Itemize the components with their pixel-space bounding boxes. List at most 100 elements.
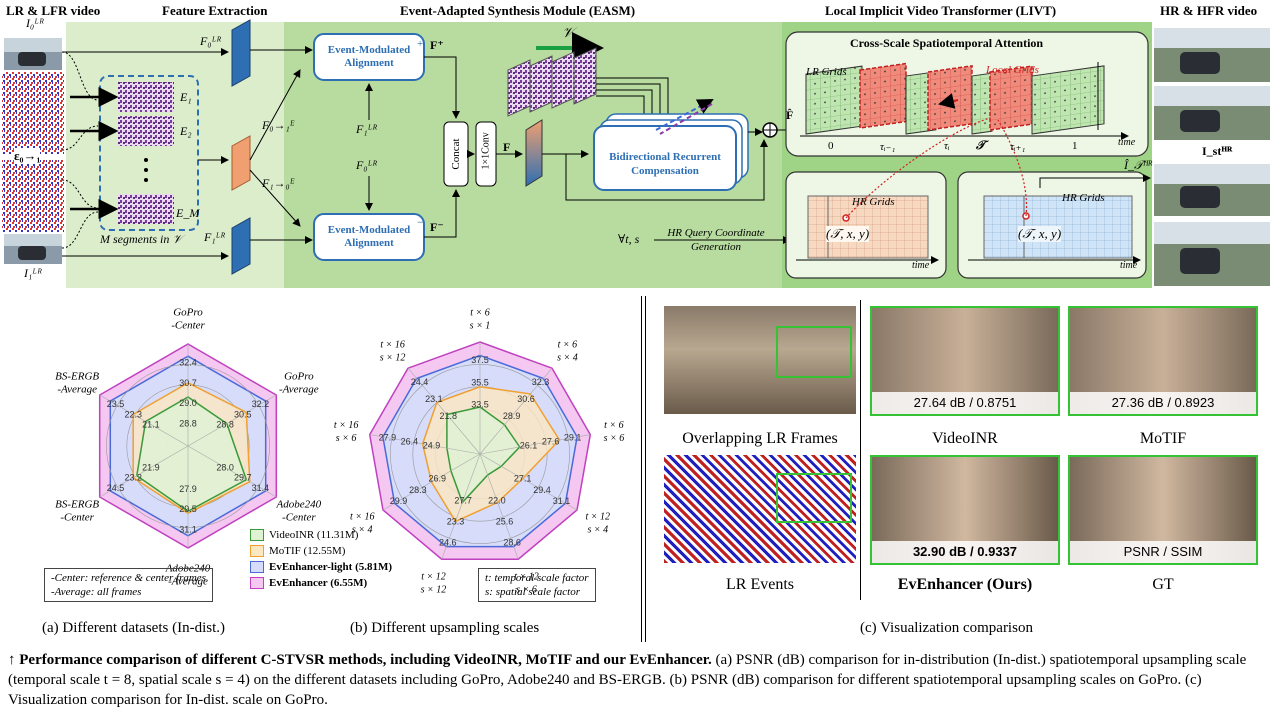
radar-axis-label: GoPro (173, 307, 203, 319)
tick-tau-prev: τᵢ₋₁ (880, 141, 896, 153)
radar-chart-scales: t × 6s × 1t × 6s × 4t × 6s × 6t × 12s × … (334, 308, 625, 596)
radar-tick-label: 23.2 (124, 473, 142, 483)
tick-tau-next: τᵢ₊₁ (1010, 141, 1026, 153)
radar-axis-label: t × 6 (558, 339, 578, 350)
radar-axis-label: -Average (168, 576, 208, 588)
radar-legend: VideoINR (11.31M) MoTIF (12.55M) EvEnhan… (250, 527, 392, 591)
legend-item-evenhancer-light: EvEnhancer-light (5.81M) (250, 559, 392, 575)
radar-tick-label: 28.0 (216, 462, 234, 472)
radar-axis-label: -Average (279, 384, 319, 396)
method-label-gt: GT (1152, 576, 1174, 593)
ema-bottom-label: Event-Modulated Alignment (327, 224, 411, 249)
label-f0: F₀ᴸᴿ (200, 34, 222, 48)
csa-title: Cross-Scale Spatiotemporal Attention (850, 36, 1044, 50)
label-f0lr-mid: F₀ᴸᴿ (356, 158, 378, 172)
radar-tick-label: 29.5 (179, 504, 197, 514)
segments-box (99, 75, 199, 231)
radar-axis-label: -Center (171, 320, 205, 332)
input-frame-0 (4, 38, 62, 70)
radar-axis-label: s × 4 (557, 352, 578, 363)
radar-axis-label: t × 16 (380, 339, 405, 350)
radar-axis-label: t × 6 (604, 420, 624, 431)
radar-tick-label: 21.1 (142, 420, 160, 430)
label-concat: Concat (450, 138, 462, 170)
videoinr-polygon (446, 406, 521, 504)
crop-videoinr: 27.64 dB / 0.8751 (870, 306, 1060, 416)
label-fhat: F̂ (786, 108, 794, 122)
radar-tick-label: 29.0 (179, 398, 197, 408)
score-gt: PSNR / SSIM (1070, 541, 1256, 563)
crop-evenhancer: 32.90 dB / 0.9337 (870, 455, 1060, 565)
radar-tick-label: 35.5 (471, 377, 489, 387)
radar-tick-label: 27.1 (514, 474, 532, 484)
txy-label-1: (𝒯, x, y) (826, 226, 870, 242)
zoom-box-frames (776, 326, 852, 378)
radar-axis-label: -Average (57, 384, 97, 396)
label-time-2: time (912, 260, 930, 271)
note-box-a: -Center: reference & center frames -Aver… (44, 568, 213, 602)
label-ist: I_stᴴᴿ (1202, 144, 1233, 158)
radar-tick-label: 27.7 (454, 495, 472, 505)
separator-right (645, 296, 646, 642)
radar-tick-label: 29.1 (564, 433, 582, 443)
radar-tick-label: 23.3 (447, 516, 465, 526)
label-events: ε₀→₁ (14, 148, 41, 164)
separator-left (641, 296, 642, 642)
label-f: F (503, 140, 511, 154)
label-time-1: time (1118, 137, 1136, 148)
radar-tick-label: 32.3 (532, 377, 550, 387)
separator-vis (860, 300, 861, 600)
radar-axis-label: t × 16 (350, 512, 375, 523)
label-v: 𝒱 (562, 26, 574, 41)
label-ihat: Î_𝒯ᴴᴿ (1124, 158, 1153, 172)
crop-motif: 27.36 dB / 0.8923 (1068, 306, 1258, 416)
svg-text:+: + (417, 38, 423, 50)
radar-tick-label: 29.9 (390, 496, 408, 506)
radar-axis-label: s × 1 (470, 321, 491, 332)
legend-item-videoinr: VideoINR (11.31M) (250, 527, 392, 543)
label-lr-events: LR Events (726, 576, 794, 593)
radar-axis-label: s × 6 (604, 433, 625, 444)
feature-extraction-panel (66, 22, 284, 288)
label-fminus: F⁻ (430, 220, 444, 234)
radar-axis-label: t × 12 (421, 571, 446, 582)
radar-tick-label: 26.9 (429, 474, 447, 484)
w-g-block (859, 62, 907, 129)
legend-item-evenhancer: EvEnhancer (6.55M) (250, 575, 392, 591)
method-label-evenhancer: EvEnhancer (Ours) (897, 576, 1033, 593)
label-em: E_M (176, 206, 200, 220)
radar-axis-label: t × 16 (334, 420, 359, 431)
radar-tick-label: 37.5 (471, 355, 489, 365)
label-forall: ∀t, s (618, 232, 640, 246)
radar-tick-label: 24.5 (107, 483, 125, 493)
event-segment-2 (118, 116, 174, 146)
output-frame-1 (1154, 28, 1270, 82)
label-i0: I₀ᴸᴿ (26, 16, 45, 30)
tick-1: 1 (1072, 140, 1078, 152)
radar-tick-label: 24.9 (423, 440, 441, 450)
radar-tick-label: 27.9 (179, 484, 197, 494)
radar-tick-label: 30.7 (179, 378, 197, 388)
radar-axis-label: -Center (60, 512, 94, 524)
radar-tick-label: 27.9 (379, 433, 397, 443)
radar-tick-label: 28.8 (179, 419, 197, 429)
radar-tick-label: 33.5 (471, 400, 489, 410)
radar-tick-label: 28.3 (409, 485, 427, 495)
radar-tick-label: 23.5 (107, 399, 125, 409)
feature-block-events (231, 135, 251, 191)
label-hr-grids-1: HR Grids (852, 196, 895, 208)
event-voxel-stack (507, 47, 597, 117)
label-f1lr-mid: F₁ᴸᴿ (356, 122, 378, 136)
label-fplus: F⁺ (430, 38, 444, 52)
output-frame-3 (1154, 164, 1270, 216)
txy-label-2: (𝒯, x, y) (1018, 226, 1062, 242)
radar-axis-label: Adobe240 (276, 499, 322, 511)
figure-caption-rest: (a) PSNR (dB) comparison for in-distribu… (8, 652, 1247, 708)
label-lr-grids: LR Grids (806, 66, 847, 78)
header-output-video: HR & HFR video (1160, 3, 1258, 18)
radar-axis-label: s × 6 (336, 433, 357, 444)
radar-tick-label: 30.5 (234, 409, 252, 419)
caption-a: (a) Different datasets (In-dist.) (42, 620, 225, 636)
radar-tick-label: 21.9 (142, 462, 160, 472)
crop-gt: PSNR / SSIM (1068, 455, 1258, 565)
